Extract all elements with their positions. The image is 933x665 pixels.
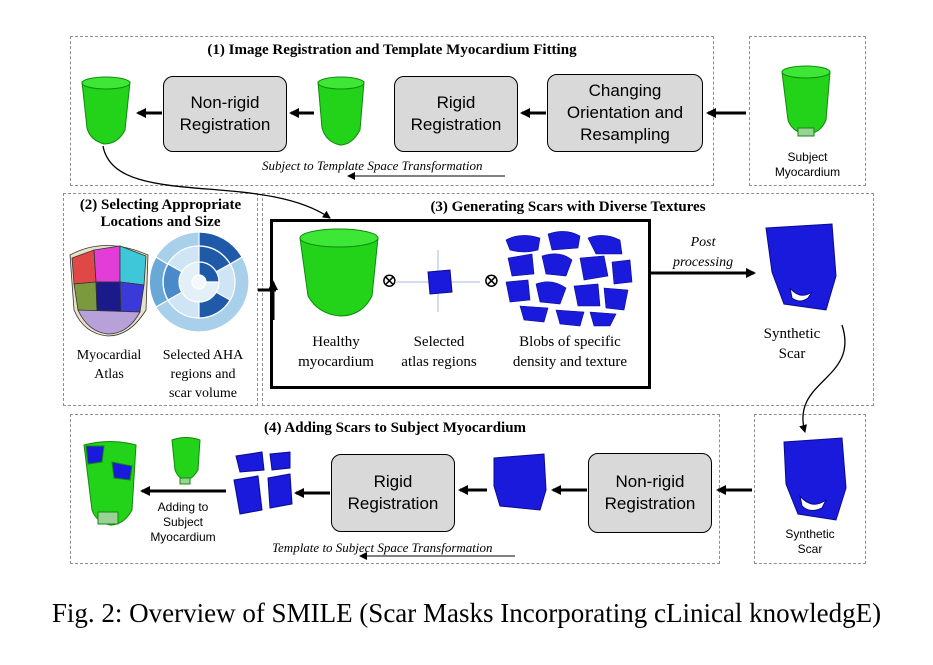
multiply-operator-1: ⊗ [381, 270, 398, 292]
nonrigid-registration-box-1: Non-rigid Registration [163, 76, 287, 152]
healthy-myocardium-label: Healthy myocardium [298, 334, 374, 370]
subject-heart-small [171, 437, 201, 485]
subject-myocardium-label: Subject Myocardium [774, 150, 841, 179]
curve-scar-down [799, 324, 846, 433]
synthetic-scar-label-1: Synthetic Scar [763, 326, 821, 362]
aha-bullseye-graphic [148, 231, 250, 333]
registered-scar-graphic-2 [233, 451, 293, 515]
section4-title: (4) Adding Scars to Subject Myocardium [263, 420, 527, 436]
registered-scar-graphic-1 [493, 453, 547, 511]
template-to-subject-label: Template to Subject Space Transformation [272, 540, 493, 555]
myocardial-atlas-label: Myocardial Atlas [76, 348, 142, 382]
synthetic-scar-frame [754, 414, 866, 564]
synthetic-scar-graphic-2 [783, 437, 847, 521]
selected-atlas-region-graphic [395, 250, 480, 312]
multiply-operator-2: ⊗ [483, 270, 500, 292]
result-heart-with-scar [83, 441, 137, 526]
section1-title: (1) Image Registration and Template Myoc… [207, 42, 577, 58]
post-processing-label: Post processing [673, 235, 734, 270]
section2-frame [63, 193, 258, 406]
myocardial-atlas-graphic [69, 245, 149, 337]
healthy-myocardium-heart [299, 228, 379, 317]
blobs-label: Blobs of specific density and texture [512, 334, 628, 370]
section2-title: (2) Selecting Appropriate Locations and … [79, 197, 242, 230]
orientation-resampling-box: Changing Orientation and Resampling [547, 74, 703, 152]
section3-frame [262, 193, 874, 406]
template-myocardium-heart-2 [317, 76, 365, 146]
section3-title: (3) Generating Scars with Diverse Textur… [430, 199, 706, 215]
rigid-registration-box-1: Rigid Registration [394, 76, 518, 152]
curve-template-to-healthy [102, 145, 331, 219]
rigid-registration-box-2: Rigid Registration [331, 454, 455, 532]
subject-myocardium-heart [781, 65, 831, 137]
synthetic-scar-label-2: Synthetic Scar [785, 527, 835, 556]
synthetic-scar-graphic-1 [765, 223, 837, 311]
nonrigid-registration-box-2: Non-rigid Registration [588, 453, 712, 533]
subject-myocardium-frame [749, 36, 866, 186]
subject-to-template-label: Subject to Template Space Transformation [262, 158, 483, 173]
adding-to-subject-label: Adding to Subject Myocardium [150, 500, 216, 544]
selected-atlas-regions-label: Selected atlas regions [401, 334, 477, 370]
aha-regions-label: Selected AHA regions and scar volume [162, 348, 244, 401]
blob-texture-graphic [505, 231, 633, 327]
template-myocardium-heart-1 [81, 76, 131, 145]
figure-caption: Fig. 2: Overview of SMILE (Scar Masks In… [51, 598, 882, 628]
